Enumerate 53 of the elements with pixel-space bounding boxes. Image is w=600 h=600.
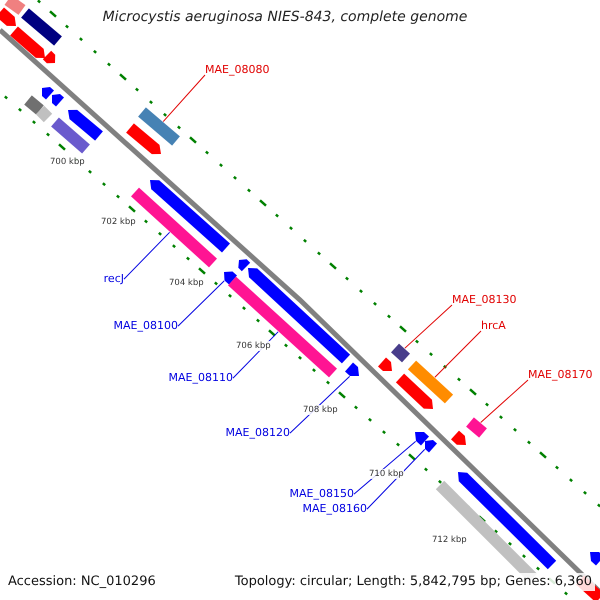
gene-feature [378, 358, 392, 371]
leader-line [178, 280, 225, 327]
gene-feature [238, 259, 250, 272]
accession-text: Accession: NC_010296 [8, 573, 156, 591]
tick-label: 704 kbp [169, 278, 204, 288]
map-title: Microcystis aeruginosa NIES-843, complete genome [102, 9, 468, 25]
gene-feature [391, 344, 410, 362]
gene-feature [10, 26, 45, 58]
gene-feature [42, 87, 54, 100]
gene-label: MAE_08150 [290, 487, 354, 500]
gene-label: MAE_08100 [114, 319, 178, 332]
gene-feature [52, 94, 64, 106]
tick-label: 702 kbp [101, 217, 136, 227]
gene-feature [466, 417, 487, 438]
tick-label: 712 kbp [432, 535, 467, 545]
tick-label: 708 kbp [303, 405, 338, 415]
gene-feature [396, 374, 433, 409]
gene-feature [21, 8, 62, 46]
gene-feature [345, 362, 359, 376]
gene-label: MAE_08160 [302, 502, 367, 515]
leader-line [480, 380, 528, 424]
gene-label: MAE_08080 [205, 63, 270, 76]
tick-label: 706 kbp [236, 341, 271, 351]
gene-feature [126, 123, 161, 154]
gene-label: MAE_08110 [168, 371, 233, 384]
gene-feature [36, 106, 52, 122]
gene-feature [138, 107, 180, 146]
gene-feature [0, 8, 16, 26]
leader-line [434, 330, 482, 378]
gene-label: MAE_08170 [528, 368, 592, 381]
gene-feature [68, 110, 103, 141]
gene-feature [408, 360, 454, 404]
gene-feature [51, 118, 90, 154]
tick-label: 700 kbp [50, 157, 85, 167]
genome-info-text: Topology: circular; Length: 5,842,795 bp; Genes: 6,360 [232, 573, 595, 591]
gene-feature [24, 95, 44, 115]
gene-label: MAE_08120 [226, 426, 290, 439]
gene-feature [150, 180, 230, 252]
gene-feature [4, 0, 26, 15]
leader-line [366, 448, 426, 510]
gene-feature [224, 272, 237, 284]
tick-label: 710 kbp [369, 469, 404, 479]
gene-feature [415, 432, 429, 446]
gene-feature [42, 50, 56, 64]
leader-line [162, 74, 206, 122]
gene-label: recJ [104, 272, 124, 285]
leader-line [404, 304, 452, 349]
gene-feature [590, 552, 600, 566]
gene-label: hrcA [481, 319, 506, 332]
gene-feature [451, 430, 466, 445]
leader-line [124, 232, 170, 280]
gene-label: MAE_08130 [452, 293, 516, 306]
gene-feature [425, 440, 437, 452]
